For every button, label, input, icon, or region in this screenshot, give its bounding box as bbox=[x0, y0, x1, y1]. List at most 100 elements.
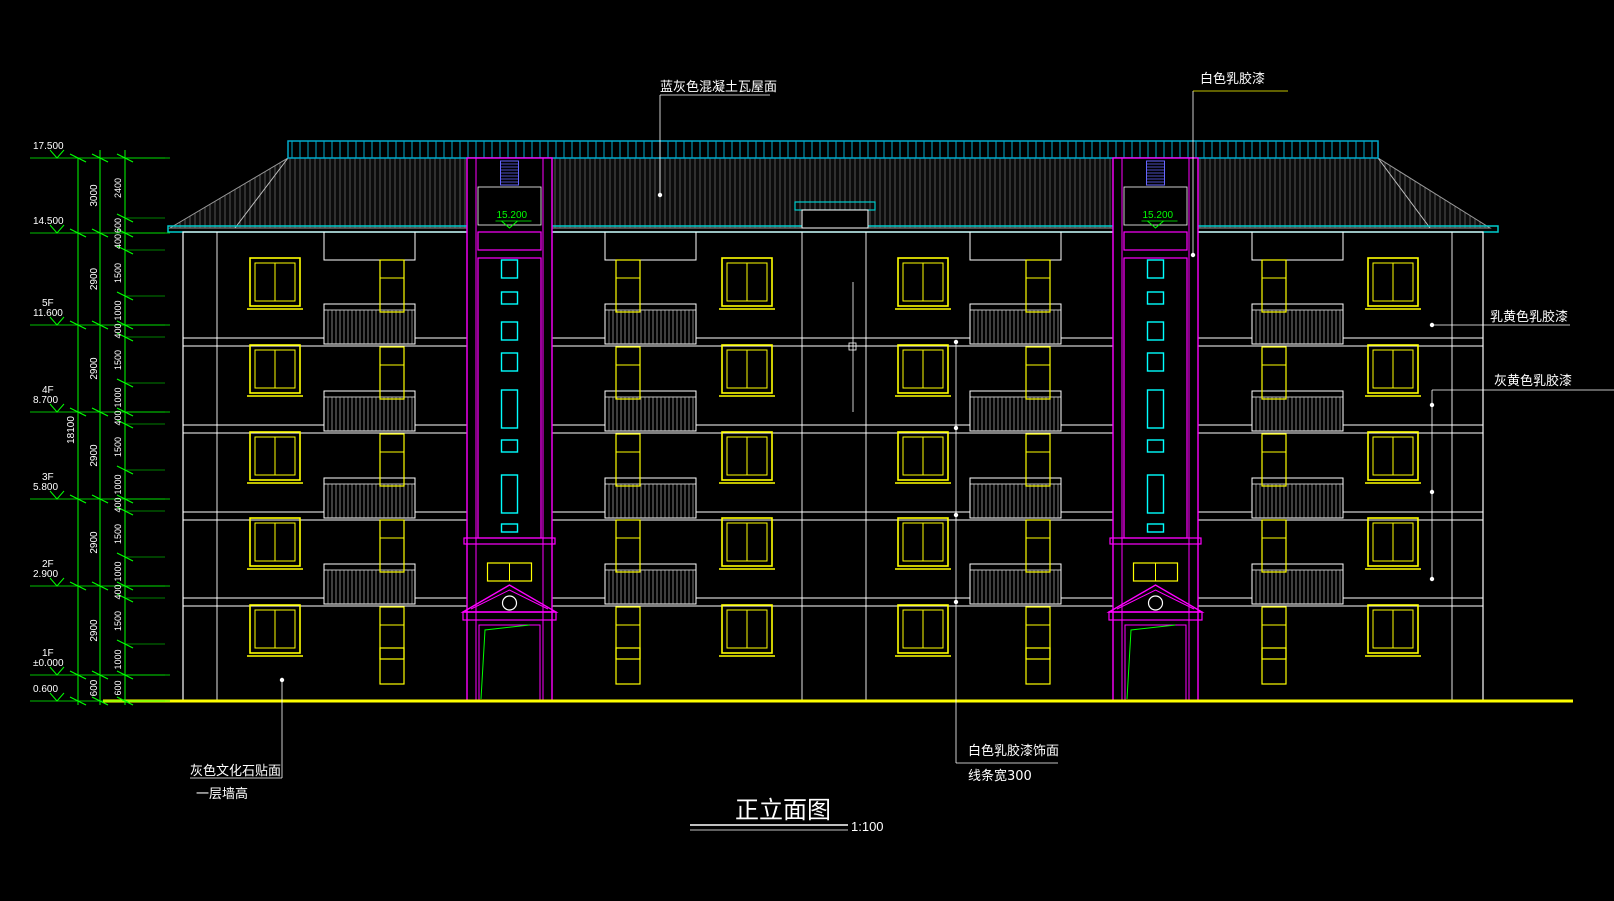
stair-tower-band bbox=[477, 231, 542, 251]
slot-windows bbox=[379, 259, 1287, 685]
stair-top-level-label: 15.200 bbox=[497, 210, 528, 221]
dim-tick bbox=[91, 153, 109, 163]
window bbox=[249, 344, 301, 394]
dim-outer-label: 2900 bbox=[89, 357, 100, 380]
stair-tower-band bbox=[1123, 231, 1188, 251]
window bbox=[1367, 431, 1419, 481]
dim-tick bbox=[69, 228, 87, 238]
level-floor-label: 2F bbox=[42, 559, 54, 570]
roof-hip-left bbox=[234, 157, 289, 229]
stair-window bbox=[1146, 291, 1165, 305]
slot-window bbox=[1261, 259, 1287, 313]
facade: 15.200 15.200 bbox=[182, 157, 1484, 702]
stair-window bbox=[500, 321, 519, 341]
window bbox=[721, 431, 773, 481]
dim-inner-label: 400 bbox=[113, 584, 123, 599]
stair-window bbox=[500, 439, 519, 453]
dim-inner-label: 1500 bbox=[113, 524, 123, 544]
dim-tick bbox=[91, 228, 109, 238]
level-elevation-label: 8.700 bbox=[33, 395, 58, 406]
level-elevation-label: 5.800 bbox=[33, 482, 58, 493]
level-triangle bbox=[49, 692, 65, 702]
dim-inner-label: 400 bbox=[113, 497, 123, 512]
dim-tick bbox=[69, 320, 87, 330]
leader-dot bbox=[953, 599, 959, 605]
stair-top-level-label: 15.200 bbox=[1143, 210, 1174, 221]
level-elevation-label: 17.500 bbox=[33, 141, 64, 152]
entry-pediment-inner bbox=[1116, 589, 1195, 610]
leader-dot bbox=[1429, 322, 1435, 328]
dim-inner-label: 1500 bbox=[113, 611, 123, 631]
label-white-latex-paint: 白色乳胶漆 bbox=[1200, 71, 1265, 87]
entry-oculus bbox=[501, 595, 518, 611]
dim-inner-label: 400 bbox=[113, 234, 123, 249]
slot-window-lower bbox=[1261, 647, 1287, 685]
entry-door-leaf bbox=[1126, 624, 1176, 700]
window bbox=[897, 517, 949, 567]
dim-outer-label: 2900 bbox=[89, 444, 100, 467]
slot-window bbox=[1025, 519, 1051, 573]
label-grey-stone-cladding: 灰色文化石贴面 bbox=[190, 763, 281, 779]
stair-window bbox=[1146, 389, 1165, 429]
dim-tick bbox=[69, 670, 87, 680]
window bbox=[249, 517, 301, 567]
dim-tick bbox=[91, 696, 109, 706]
dim-inner-label: 600 bbox=[113, 218, 123, 233]
level-floor-label: 3F bbox=[42, 472, 54, 483]
stair-towers: 15.200 15.200 bbox=[460, 157, 1205, 702]
drawing-scale: 1:100 bbox=[851, 819, 884, 834]
level-triangle bbox=[49, 403, 65, 413]
dimension-chains: 17.50014.5005F11.6004F8.7003F5.8002F2.90… bbox=[30, 141, 170, 706]
label-grey-yellow-latex-paint: 灰黄色乳胶漆 bbox=[1494, 373, 1572, 389]
slot-window-lower bbox=[615, 647, 641, 685]
level-triangle bbox=[49, 577, 65, 587]
entry-oculus bbox=[1147, 595, 1164, 611]
stair-window bbox=[500, 523, 519, 533]
slot-window bbox=[615, 259, 641, 313]
label-cream-latex-paint: 乳黄色乳胶漆 bbox=[1490, 309, 1568, 325]
dim-tick bbox=[91, 494, 109, 504]
slot-window bbox=[1261, 606, 1287, 660]
label-ground-floor-wall-height: 一层墙高 bbox=[196, 786, 248, 802]
cornice-box bbox=[323, 231, 416, 261]
entry-door-leaf bbox=[480, 624, 530, 700]
stair-window bbox=[1146, 352, 1165, 372]
entry-lintel bbox=[462, 611, 557, 621]
dim-inner-label: 1000 bbox=[113, 474, 123, 494]
slot-window bbox=[615, 519, 641, 573]
dim-inner-label: 1000 bbox=[113, 387, 123, 407]
level-triangle bbox=[49, 666, 65, 676]
entry-cornice bbox=[463, 537, 556, 545]
slot-window bbox=[1261, 346, 1287, 400]
annotation-leaders bbox=[190, 90, 1614, 779]
stair-window bbox=[1146, 523, 1165, 533]
level-elevation-label: 14.500 bbox=[33, 216, 64, 227]
dim-outer-label: 2900 bbox=[89, 531, 100, 554]
leader-dot bbox=[1429, 402, 1435, 408]
leader-dot bbox=[953, 512, 959, 518]
roof-hip-right bbox=[1377, 157, 1431, 229]
dim-outer-label: 2900 bbox=[89, 619, 100, 642]
leader-dot bbox=[953, 425, 959, 431]
cornice-box bbox=[969, 231, 1062, 261]
dim-tick bbox=[69, 581, 87, 591]
label-white-trim-finish: 白色乳胶漆饰面 bbox=[968, 743, 1059, 759]
dim-inner-label: 1500 bbox=[113, 437, 123, 457]
dim-inner-label: 400 bbox=[113, 410, 123, 425]
windows bbox=[247, 257, 1421, 657]
level-floor-label: 1F bbox=[42, 648, 54, 659]
level-elevation-label: ±0.000 bbox=[33, 658, 64, 669]
leader-dot bbox=[1429, 489, 1435, 495]
dim-outer-label: 3000 bbox=[89, 184, 100, 207]
level-elevation-label: 11.600 bbox=[33, 308, 63, 319]
stair-window bbox=[500, 389, 519, 429]
dim-tick bbox=[69, 153, 87, 163]
dim-inner-label: 600 bbox=[113, 680, 123, 695]
window bbox=[721, 604, 773, 654]
window bbox=[897, 257, 949, 307]
drawing-title: 正立面图 bbox=[735, 796, 831, 824]
leader-dot bbox=[953, 339, 959, 345]
level-elevation-label: 0.600 bbox=[33, 684, 58, 695]
cornice-box bbox=[604, 231, 697, 261]
